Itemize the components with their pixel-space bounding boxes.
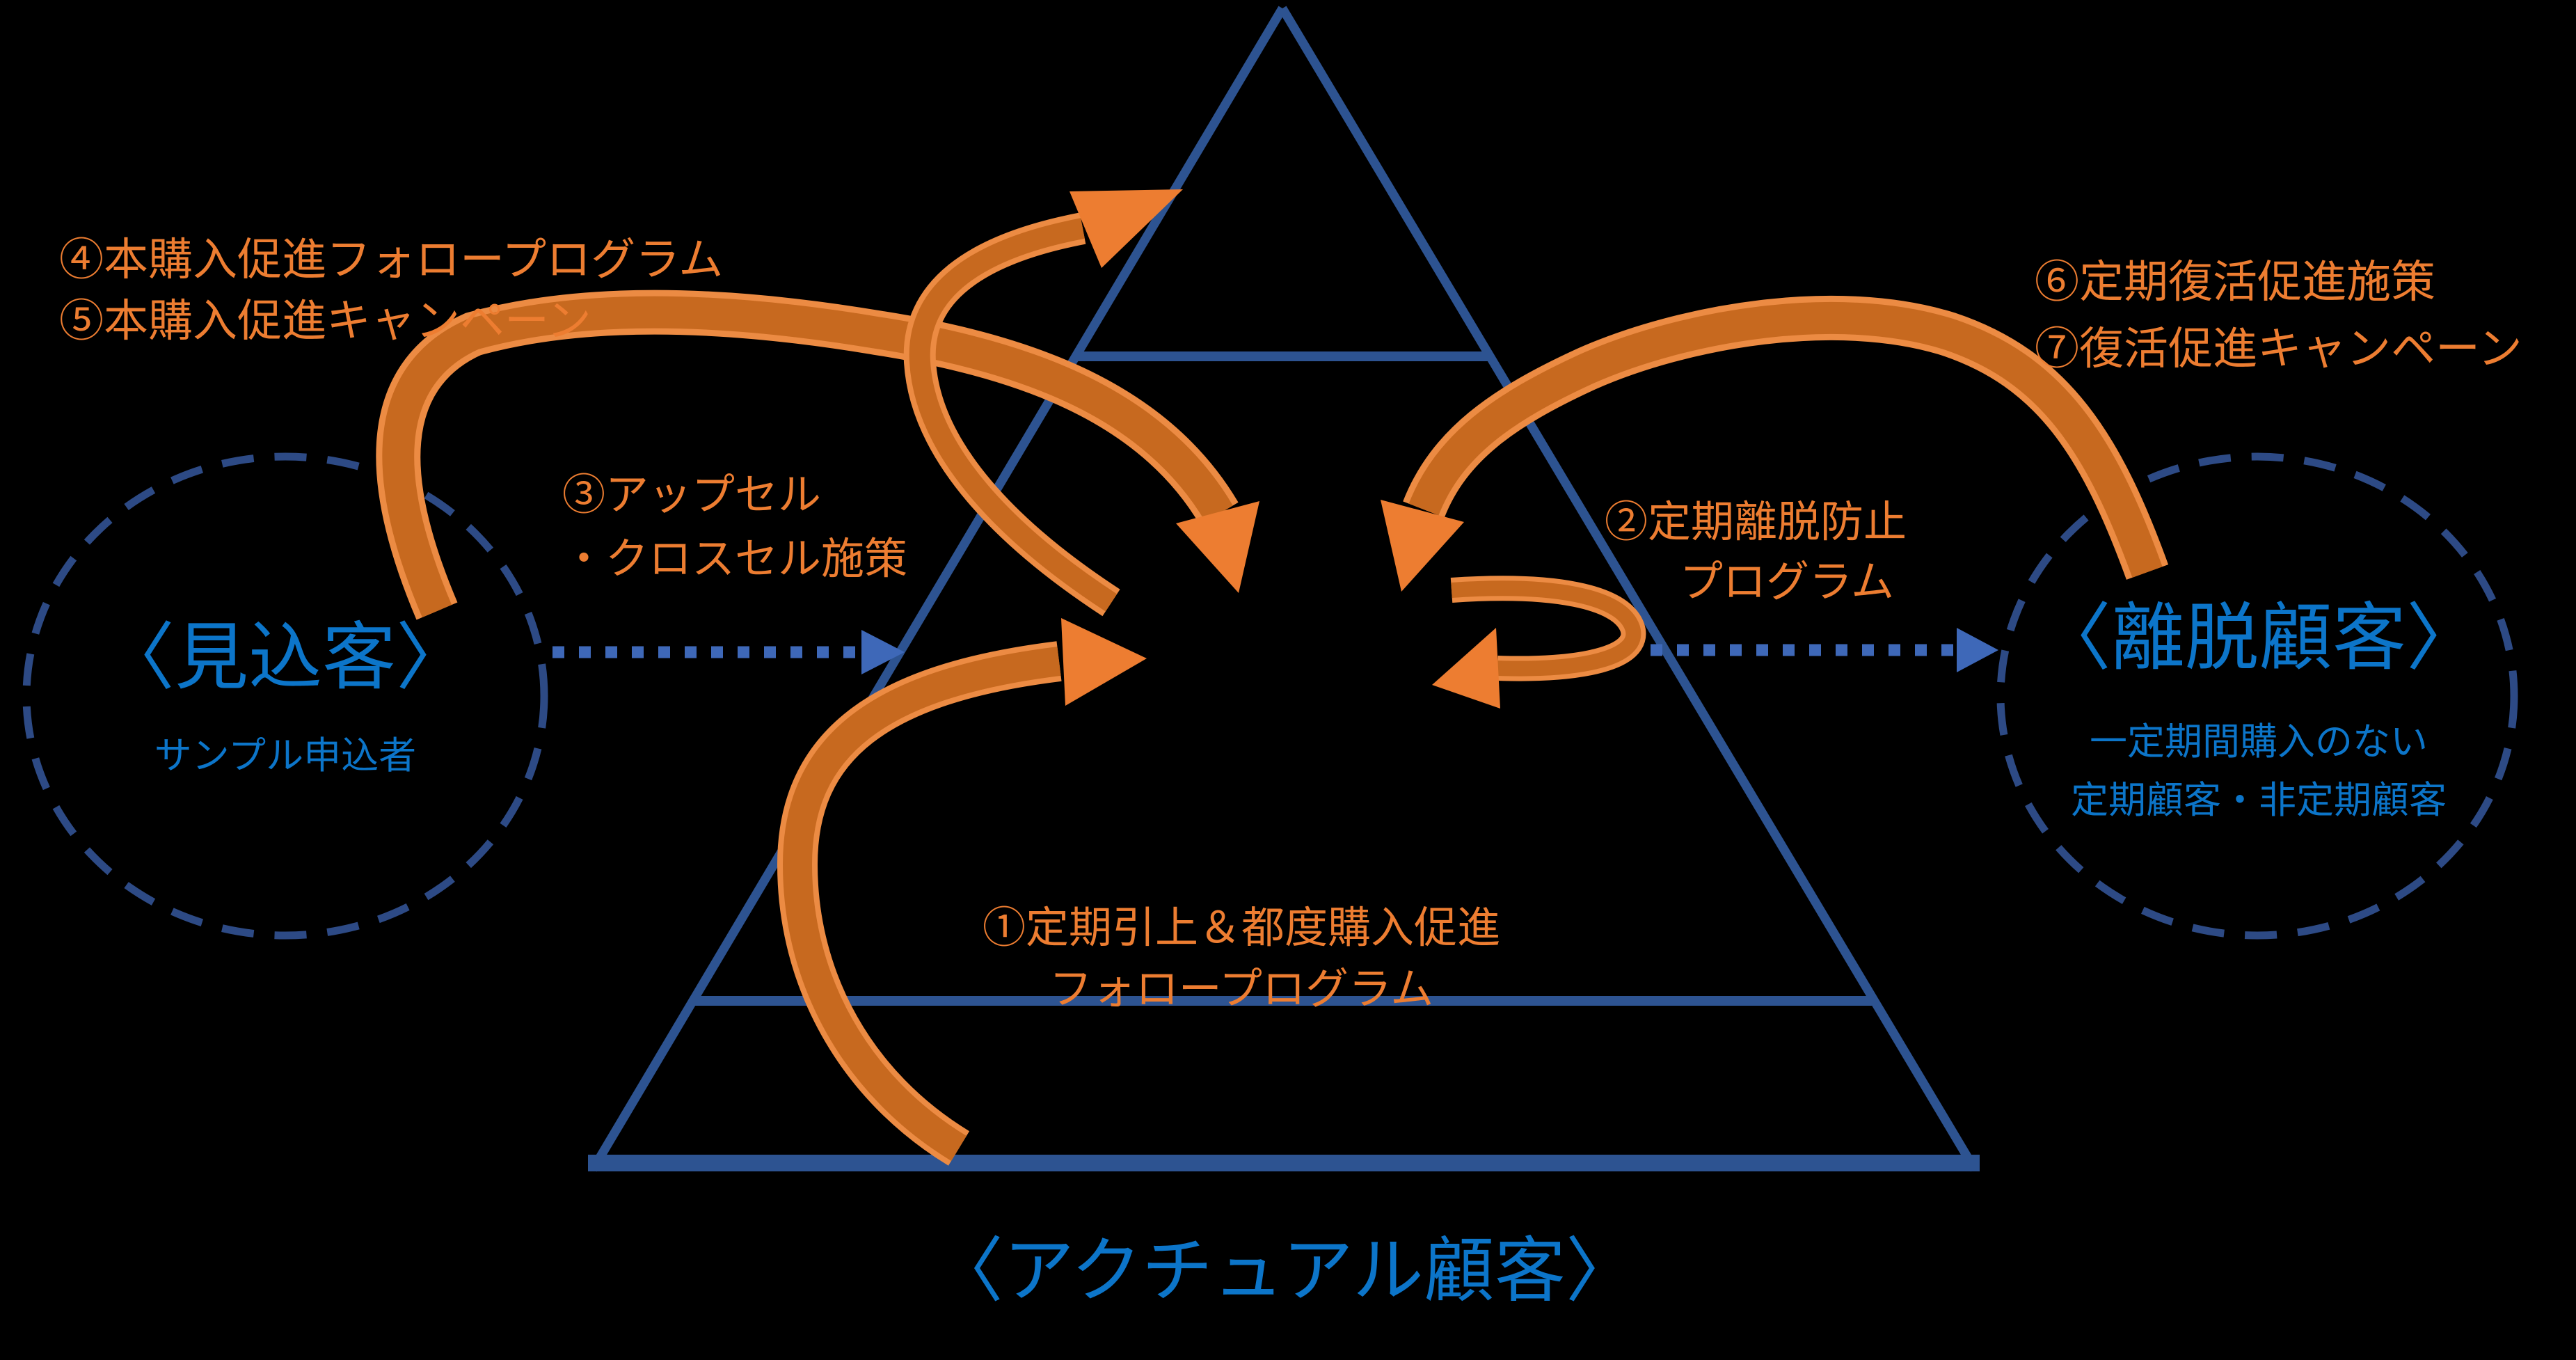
churned-subtitle-line2: 定期顧客・非定期顧客 <box>2071 780 2447 821</box>
dotted-arrowhead-right-icon <box>861 630 905 674</box>
arrowhead-down-icon <box>1381 500 1464 592</box>
upsell-label: ③アップセル ・クロスセル施策 <box>562 464 907 592</box>
churn-prevention-line1: ②定期離脱防止 <box>1605 499 1907 546</box>
revival-arrow <box>1381 295 2169 592</box>
periodic-promo-line1: ①定期引上＆都度購入促進 <box>982 905 1500 952</box>
pyramid-to-churned-dotted-arrow <box>1651 628 1998 672</box>
prospect-to-pyramid-dotted-arrow <box>552 630 905 674</box>
prospect-title: 〈見込客〉 <box>101 617 470 699</box>
revival-line2: ⑦復活促進キャンペーン <box>2035 324 2522 374</box>
dotted-arrowhead-right-icon <box>1957 628 1998 672</box>
churned-circle <box>1996 452 2518 940</box>
follow-program-label: ④本購入促進フォロープログラム ⑤本購入促進キャンペーン <box>59 230 723 352</box>
periodic-promo-line2: フォロープログラム <box>1049 966 1434 1013</box>
churn-prevention-line2: プログラム <box>1680 559 1895 606</box>
pyramid-right-edge <box>1278 6 1979 1172</box>
churn-prevention-loop-arrow <box>1432 576 1646 709</box>
follow-program-arrow <box>376 290 1259 620</box>
churn-prevention-label: ②定期離脱防止 プログラム <box>1605 493 1907 612</box>
revival-line1: ⑥定期復活促進施策 <box>2035 258 2435 307</box>
prospect-subtitle: サンプル申込者 <box>154 735 417 777</box>
periodic-promo-arrow <box>777 618 1147 1166</box>
arrowhead-up-right-icon <box>1070 189 1183 268</box>
actual-customer-label: 〈アクチュアル顧客〉 <box>932 1233 1637 1311</box>
upsell-line2: ・クロスセル施策 <box>562 536 908 583</box>
follow-program-line1: ④本購入促進フォロープログラム <box>59 235 724 285</box>
arrowhead-right-icon <box>1061 618 1147 706</box>
arrowhead-left-icon <box>1432 628 1500 709</box>
arrowhead-down-icon <box>1176 501 1259 593</box>
prospect-circle-label: 〈見込客〉 サンプル申込者 <box>26 617 544 785</box>
churned-subtitle-line1: 一定期間購入のない <box>2090 721 2428 763</box>
prospect-circle <box>22 452 548 940</box>
churned-title: 〈離脱顧客〉 <box>2037 598 2480 679</box>
follow-program-line2: ⑤本購入促進キャンペーン <box>59 296 591 346</box>
churned-circle-label: 〈離脱顧客〉 一定期間購入のない 定期顧客・非定期顧客 <box>1998 597 2519 830</box>
upsell-arrow <box>903 189 1183 617</box>
upsell-line1: ③アップセル <box>562 472 822 519</box>
revival-label: ⑥定期復活促進施策 ⑦復活促進キャンペーン <box>2035 249 2522 383</box>
periodic-promo-label: ①定期引上＆都度購入促進 フォロープログラム <box>959 898 1524 1020</box>
churned-subtitle: 一定期間購入のない 定期顧客・非定期顧客 <box>1998 713 2519 830</box>
